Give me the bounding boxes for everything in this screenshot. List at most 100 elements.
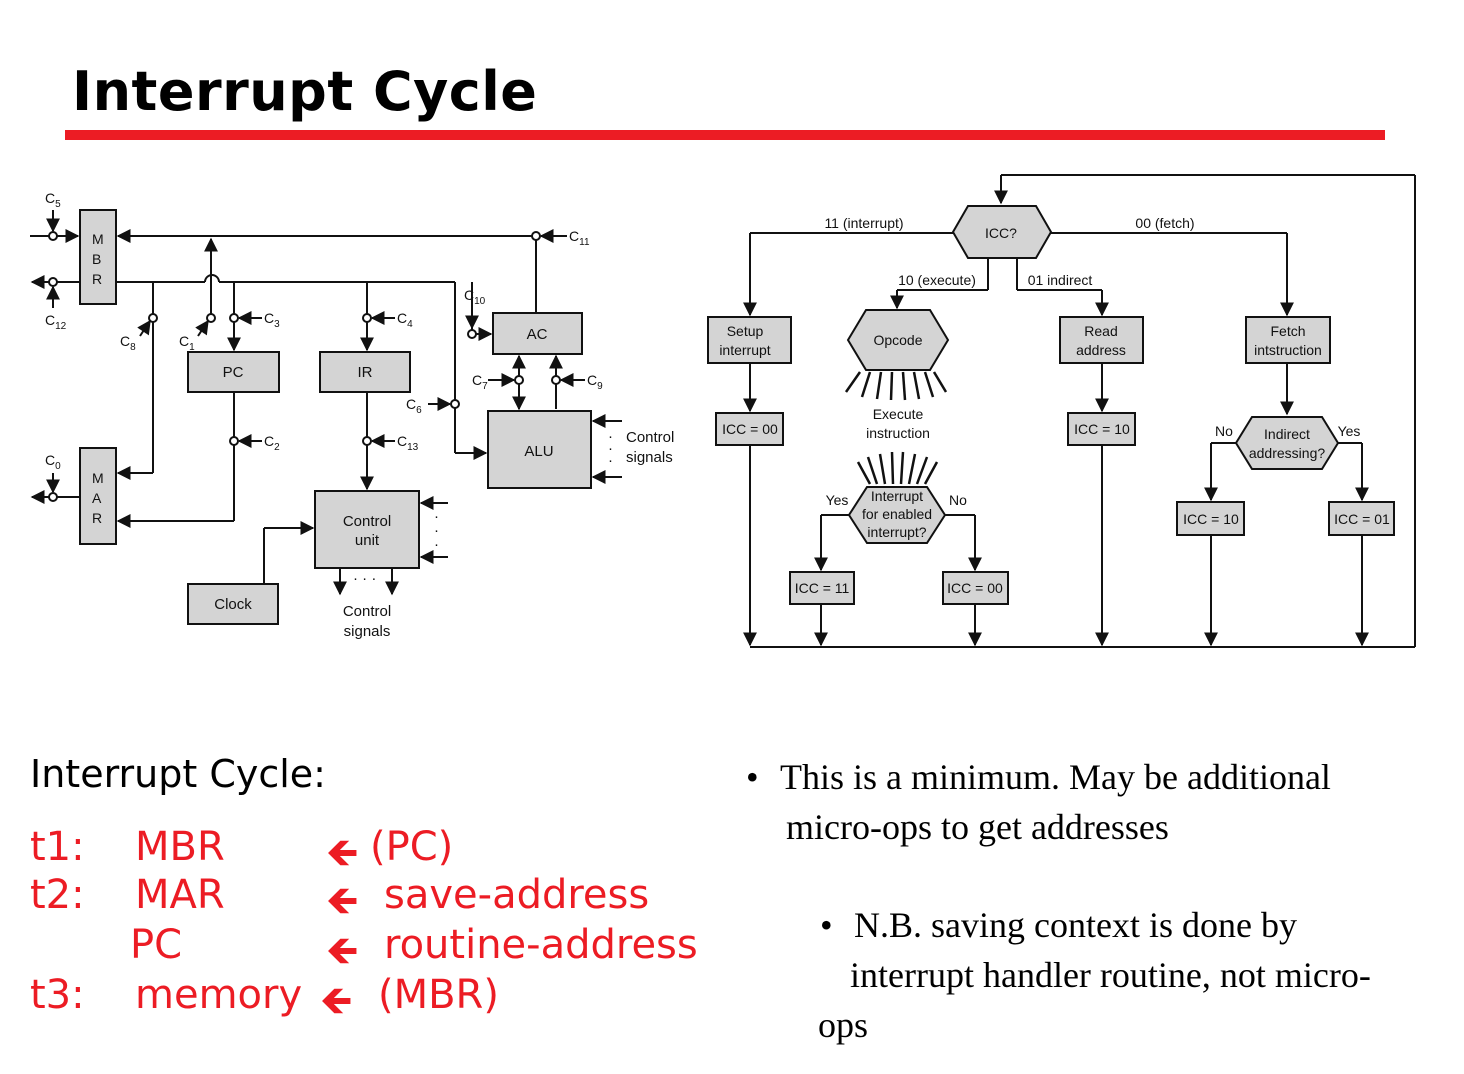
interrupt-yes-label: Yes [826, 492, 849, 508]
cpu-datapath-labels: M B R M A R PC IR AC ALU Control unit Cl… [45, 190, 674, 640]
indirect-label-2: addressing? [1249, 445, 1325, 461]
icc-01-box [1328, 501, 1395, 536]
branch-execute-label: 10 (execute) [898, 272, 976, 288]
signal-c3: C3 [264, 310, 280, 330]
t3-dest: memory [135, 972, 303, 1018]
read-label-1: Read [1084, 323, 1117, 339]
mar-register [79, 447, 117, 545]
icc-00-label-b: ICC = 00 [947, 580, 1003, 596]
signal-c4: C4 [397, 310, 413, 330]
t3-label: t3: [30, 972, 85, 1018]
indirect-addressing-decision [1234, 416, 1340, 470]
icc-10-label-b: ICC = 10 [1183, 511, 1239, 527]
ir-register [319, 351, 411, 393]
alu-label: ALU [524, 443, 553, 460]
note-2-line-1: N.B. saving context is done by [854, 905, 1297, 945]
t2b-source: routine-address [384, 922, 698, 968]
setup-label-2: interrupt [719, 342, 770, 358]
fetch-label-2: intstruction [1254, 342, 1322, 358]
icc-00-label-a: ICC = 00 [722, 421, 778, 437]
control-unit-label-1: Control [343, 513, 391, 530]
note-2-line-2: interrupt handler routine, not micro- [850, 955, 1371, 995]
indirect-yes-label: Yes [1338, 423, 1361, 439]
bullet-dot-icon: • [746, 757, 759, 797]
control-unit-label-2: unit [355, 532, 380, 549]
alu-unit [487, 410, 592, 489]
cu-input-dots-2: · [434, 522, 439, 539]
cpu-datapath-diagram [30, 209, 622, 625]
interrupt-q-label-3: interrupt? [867, 524, 926, 540]
t1-dest: MBR [135, 824, 225, 870]
indirect-no-label: No [1215, 423, 1233, 439]
mbr-label-r: R [92, 271, 102, 287]
branch-fetch-label: 00 (fetch) [1135, 215, 1194, 231]
t2-dest: MAR [135, 872, 225, 918]
icc-01-label: ICC = 01 [1334, 511, 1390, 527]
alu-signal-dots-3: · [608, 452, 613, 469]
signal-c1: C1 [179, 333, 195, 353]
t1-label: t1: [30, 824, 85, 870]
alu-control-signals-1: Control [626, 429, 674, 446]
execute-rays [856, 451, 939, 485]
mbr-label-b: B [92, 251, 101, 267]
note-2-line-3: ops [818, 1005, 869, 1045]
signal-c9: C9 [587, 372, 603, 392]
t2-label: t2: [30, 872, 85, 918]
micro-ops-heading: Interrupt Cycle: [30, 752, 326, 796]
bullet-dot-icon: • [820, 905, 833, 945]
t2b-arrow-icon: 🡸 [326, 928, 359, 974]
alu-signal-dots: · [608, 428, 613, 445]
t1-source: (PC) [370, 824, 454, 870]
interrupt-no-label: No [949, 492, 967, 508]
pc-register [187, 351, 280, 393]
flowchart-labels: ICC? 11 (interrupt) 00 (fetch) 10 (execu… [719, 215, 1390, 596]
branch-interrupt-label: 11 (interrupt) [824, 215, 903, 231]
signal-c7: C7 [472, 372, 488, 392]
fetch-label-1: Fetch [1270, 323, 1305, 339]
ac-register [492, 312, 583, 355]
mbr-register [79, 209, 117, 305]
fetch-instruction-box [1245, 316, 1331, 364]
opcode-rays [844, 371, 948, 401]
signal-c13: C13 [397, 433, 419, 453]
signal-c2: C2 [264, 433, 280, 453]
execute-label-2: instruction [866, 425, 930, 441]
interrupt-q-label-2: for enabled [862, 506, 932, 522]
slide-title: Interrupt Cycle [72, 60, 538, 123]
execute-label-1: Execute [873, 406, 924, 422]
cu-output-dots: · · · [353, 570, 376, 587]
signal-c5: C5 [45, 190, 61, 210]
t3-arrow-icon: 🡸 [320, 978, 353, 1024]
pc-label: PC [223, 364, 244, 381]
icc-11-label: ICC = 11 [795, 580, 850, 596]
control-unit [314, 490, 420, 569]
cu-control-signals-1: Control [343, 603, 391, 620]
t2b-dest: PC [130, 922, 183, 968]
note-1: • This is a minimum. May be additional m… [746, 752, 1460, 852]
setup-interrupt-box [707, 316, 792, 364]
branch-indirect-label: 01 indirect [1028, 272, 1093, 288]
note-1-line-2: micro-ops to get addresses [786, 807, 1169, 847]
signal-c6: C6 [406, 396, 422, 416]
alu-signal-dots-2: · [608, 440, 613, 457]
cu-input-dots-1: · [434, 508, 439, 525]
opcode-label: Opcode [873, 332, 922, 348]
t2-arrow-icon: 🡸 [326, 878, 359, 924]
opcode-hexagon [846, 309, 950, 371]
signal-c12: C12 [45, 312, 67, 332]
mbr-label-m: M [92, 231, 104, 247]
clock-box [187, 583, 279, 625]
ir-label: IR [358, 364, 373, 381]
clock-label: Clock [214, 596, 252, 613]
mar-label-a: A [92, 490, 102, 506]
note-2: • N.B. saving context is done by interru… [818, 900, 1454, 1050]
icc-00-box-b [942, 571, 1009, 605]
icc-10-box-a [1067, 412, 1136, 446]
setup-label-1: Setup [727, 323, 764, 339]
title-underline [65, 130, 1385, 140]
read-label-2: address [1076, 342, 1126, 358]
signal-c0: C0 [45, 452, 61, 472]
icc-10-box-b [1176, 501, 1245, 536]
ac-label: AC [527, 326, 548, 343]
